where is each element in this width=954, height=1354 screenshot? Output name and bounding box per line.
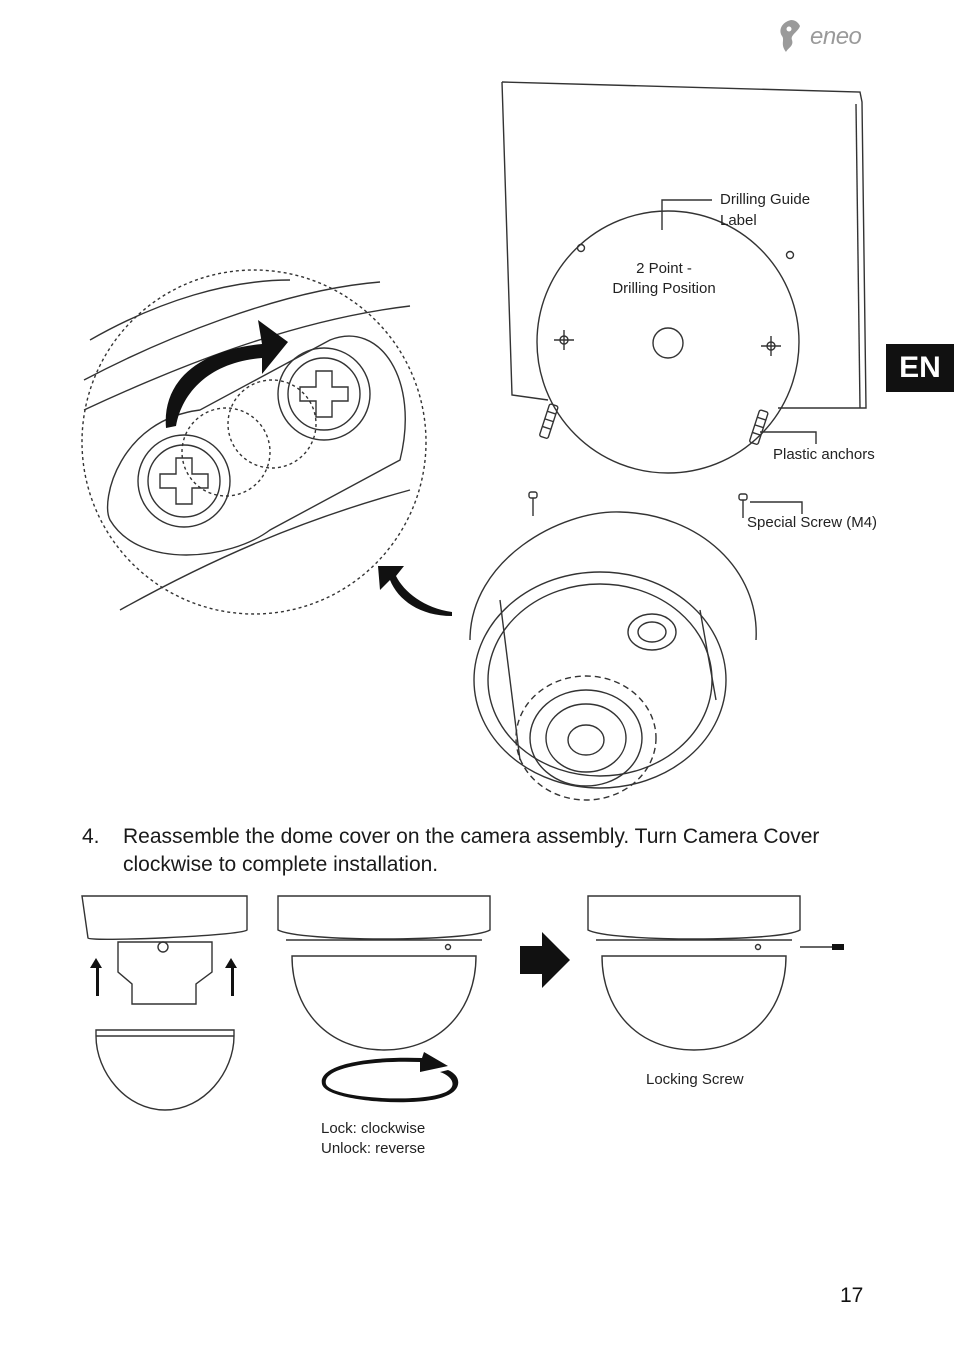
drilling-position-line2: Drilling Position [612, 280, 716, 297]
up-arrow-icon-right [225, 958, 237, 996]
plastic-anchor-left [539, 403, 559, 439]
drilling-mark-right [761, 336, 781, 356]
drilling-guide-label-line2: Label [720, 212, 757, 229]
unlock-reverse-label: Unlock: reverse [321, 1140, 426, 1157]
screw-left [528, 491, 538, 516]
step-number: 4. [82, 825, 100, 848]
plastic-anchors-label: Plastic anchors [773, 446, 875, 463]
step-text: Reassemble the dome cover on the camera … [123, 825, 820, 876]
drilling-position-line1: 2 Point - [636, 260, 692, 277]
language-tab: EN [886, 344, 954, 392]
camera-body [469, 511, 757, 801]
rotate-arrow-icon [165, 320, 288, 428]
up-arrow-icon [90, 958, 102, 996]
rotate-ellipse-icon [321, 1052, 459, 1103]
eneo-logo-icon [780, 20, 800, 52]
plastic-anchor-right [749, 409, 769, 445]
drilling-guide-circle [536, 210, 800, 474]
ceiling-panel [501, 81, 867, 409]
drilling-mark-left [554, 330, 574, 350]
right-arrow-icon [520, 932, 570, 988]
locking-screw-icon [832, 944, 844, 950]
lock-clockwise-label: Lock: clockwise [321, 1120, 426, 1137]
page-number: 17 [840, 1284, 864, 1307]
zoom-detail [81, 269, 427, 615]
brand-logo-text: eneo [810, 23, 862, 50]
drilling-guide-label-line1: Drilling Guide [720, 191, 811, 208]
figure-disassembled [81, 895, 248, 1111]
zoom-pointer-arrow [378, 566, 452, 616]
brand-logo: eneo [776, 18, 862, 56]
special-screw-label: Special Screw (M4) [747, 514, 878, 531]
locking-screw-label: Locking Screw [646, 1071, 744, 1088]
screw-right [738, 493, 748, 518]
figure-dome-assembled [277, 895, 491, 1051]
figure-dome-locked [587, 895, 840, 1051]
